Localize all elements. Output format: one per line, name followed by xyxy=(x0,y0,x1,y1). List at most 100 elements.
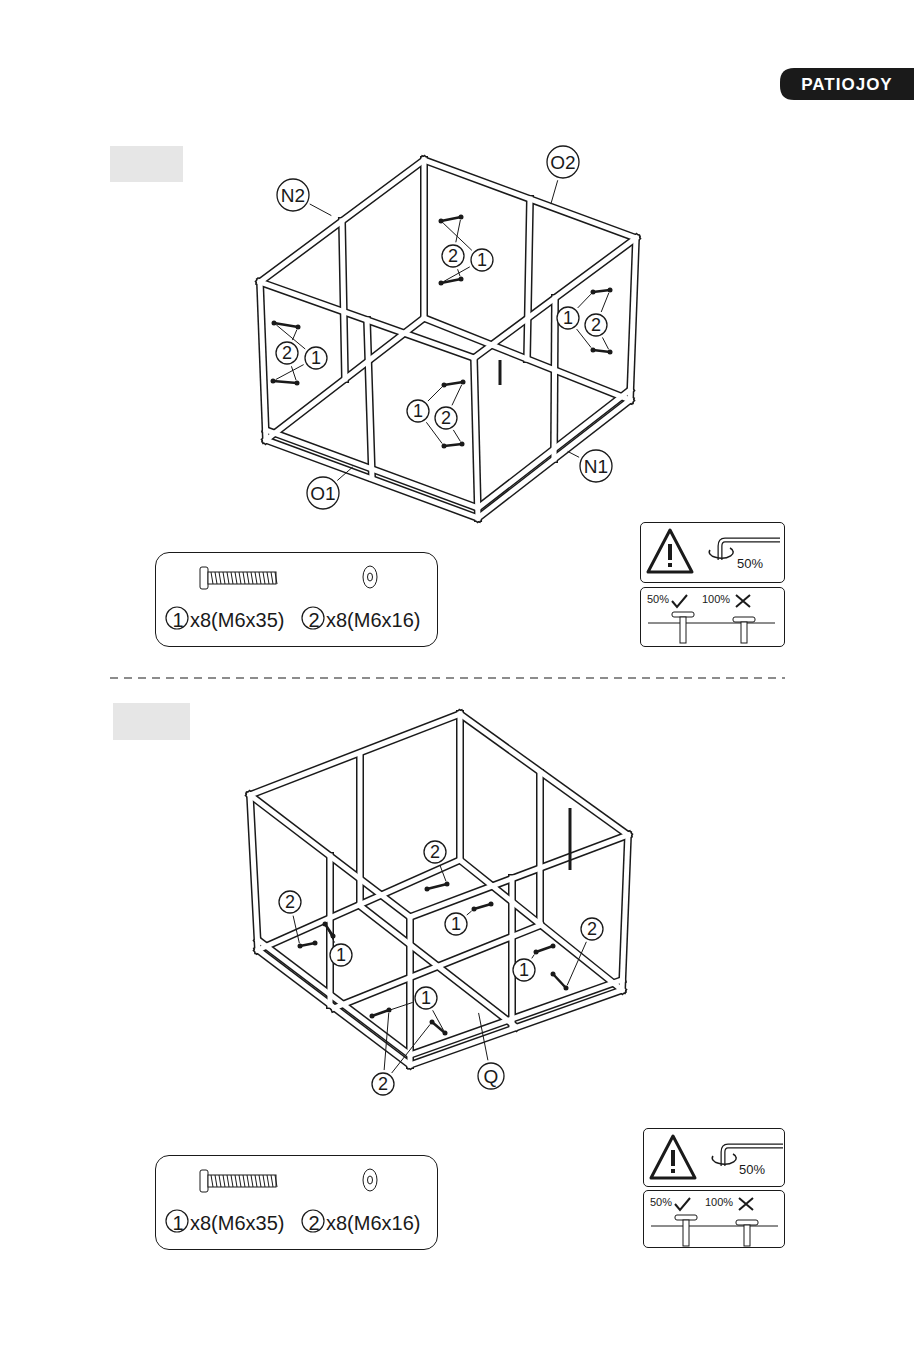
leader-line xyxy=(648,623,775,624)
callout-number: 1 xyxy=(311,349,321,367)
tube-fill xyxy=(250,714,460,795)
bolt-head xyxy=(551,972,556,977)
callout-number: 1 xyxy=(477,251,487,269)
bolt xyxy=(444,382,463,385)
torque-rule-icons xyxy=(648,595,775,643)
tube-outline xyxy=(367,320,372,478)
leader-line xyxy=(231,572,233,584)
leader-line xyxy=(479,1013,488,1060)
leader-line xyxy=(467,911,472,915)
frame-tubes xyxy=(250,714,628,1065)
callout-circle xyxy=(581,918,603,940)
washer xyxy=(460,442,465,447)
tube-outline xyxy=(460,714,628,835)
leader-line xyxy=(247,572,249,584)
tube-fill xyxy=(367,320,372,478)
leader-line xyxy=(428,387,442,401)
torque-rule-panel: 50%100% xyxy=(643,1190,785,1248)
leader-line xyxy=(293,916,299,943)
leader-line xyxy=(310,204,332,216)
washer xyxy=(443,1031,448,1036)
leader-line xyxy=(211,572,213,584)
callout-circle xyxy=(279,891,301,913)
washer xyxy=(445,882,450,887)
tube-fill xyxy=(250,795,258,950)
callout-number: 1 xyxy=(413,402,423,420)
bolt xyxy=(593,350,610,352)
leader-line xyxy=(215,572,217,584)
leader-line xyxy=(231,1175,233,1187)
leader-line xyxy=(275,572,277,584)
tube-fill xyxy=(510,878,515,1027)
bolt-head xyxy=(472,907,477,912)
hardware-spec: x8(M6x16) xyxy=(326,610,420,630)
leader-line xyxy=(568,451,579,457)
leader-line xyxy=(532,954,535,958)
tube-fill xyxy=(474,358,478,518)
leader-line xyxy=(255,1175,257,1187)
tube-fill xyxy=(410,835,628,917)
bolt-head xyxy=(430,1020,435,1025)
leader-line xyxy=(243,572,245,584)
leader-line xyxy=(271,572,273,584)
leader-line xyxy=(384,1013,389,1070)
leader-line xyxy=(239,572,241,584)
leader-line xyxy=(453,430,460,442)
callout-circle xyxy=(307,477,339,509)
bolt xyxy=(432,1022,445,1033)
hardware-box: 1x8(M6x35)2x8(M6x16) xyxy=(155,552,438,647)
bolt-head xyxy=(591,348,596,353)
tube-fill xyxy=(474,238,636,358)
tube-outline xyxy=(342,221,345,379)
tube-outline xyxy=(630,238,636,400)
leader-line xyxy=(259,1175,261,1187)
bolt-head xyxy=(534,950,539,955)
tube-outline xyxy=(622,835,628,990)
frame-tubes xyxy=(260,160,636,518)
hardware-spec: 50% xyxy=(737,557,763,570)
tube-outline xyxy=(536,773,544,925)
leader-line xyxy=(263,1175,265,1187)
leader-line xyxy=(219,572,221,584)
logo-tab xyxy=(780,68,914,100)
washer xyxy=(296,325,301,330)
callout-circle xyxy=(471,249,493,271)
step-box xyxy=(110,146,183,182)
callout-number: 2 xyxy=(441,409,451,427)
leader-line xyxy=(267,1175,269,1187)
brand-logo: PATIOJOY xyxy=(801,76,892,93)
callout-number: 2 xyxy=(587,920,597,938)
leader-line xyxy=(263,572,265,584)
leader-line xyxy=(375,1002,413,1015)
tube-outline xyxy=(474,358,478,518)
tube-fill xyxy=(408,917,413,1065)
callout-number: 2 xyxy=(285,893,295,911)
callout-circle xyxy=(330,944,352,966)
leader-line xyxy=(259,572,261,584)
callout-circle xyxy=(513,959,535,981)
warning-icons xyxy=(648,530,780,572)
bolt xyxy=(553,974,566,988)
bolt xyxy=(444,444,462,446)
bolt xyxy=(273,381,297,383)
tube-fill xyxy=(422,160,427,318)
washer xyxy=(608,288,613,293)
callout-circle xyxy=(276,342,298,364)
callout-circle xyxy=(585,314,607,336)
callout-number: 1 xyxy=(172,610,183,630)
bolt xyxy=(474,904,491,909)
callout-circle xyxy=(415,987,437,1009)
callout-circle xyxy=(442,245,464,267)
part-label: Q xyxy=(484,1067,499,1086)
tube-fill xyxy=(554,298,555,459)
hardware-spec: x8(M6x35) xyxy=(190,1213,284,1233)
hardware-spec: 100% xyxy=(705,1197,733,1208)
part-label: O1 xyxy=(310,484,335,503)
warning-panel: 50% xyxy=(643,1128,785,1187)
callout-circle xyxy=(305,347,327,369)
callout-circle xyxy=(580,450,612,482)
bolt xyxy=(441,217,461,221)
callout-number: 1 xyxy=(336,946,346,964)
tube-outline xyxy=(250,795,258,950)
tube-fill xyxy=(424,160,636,238)
